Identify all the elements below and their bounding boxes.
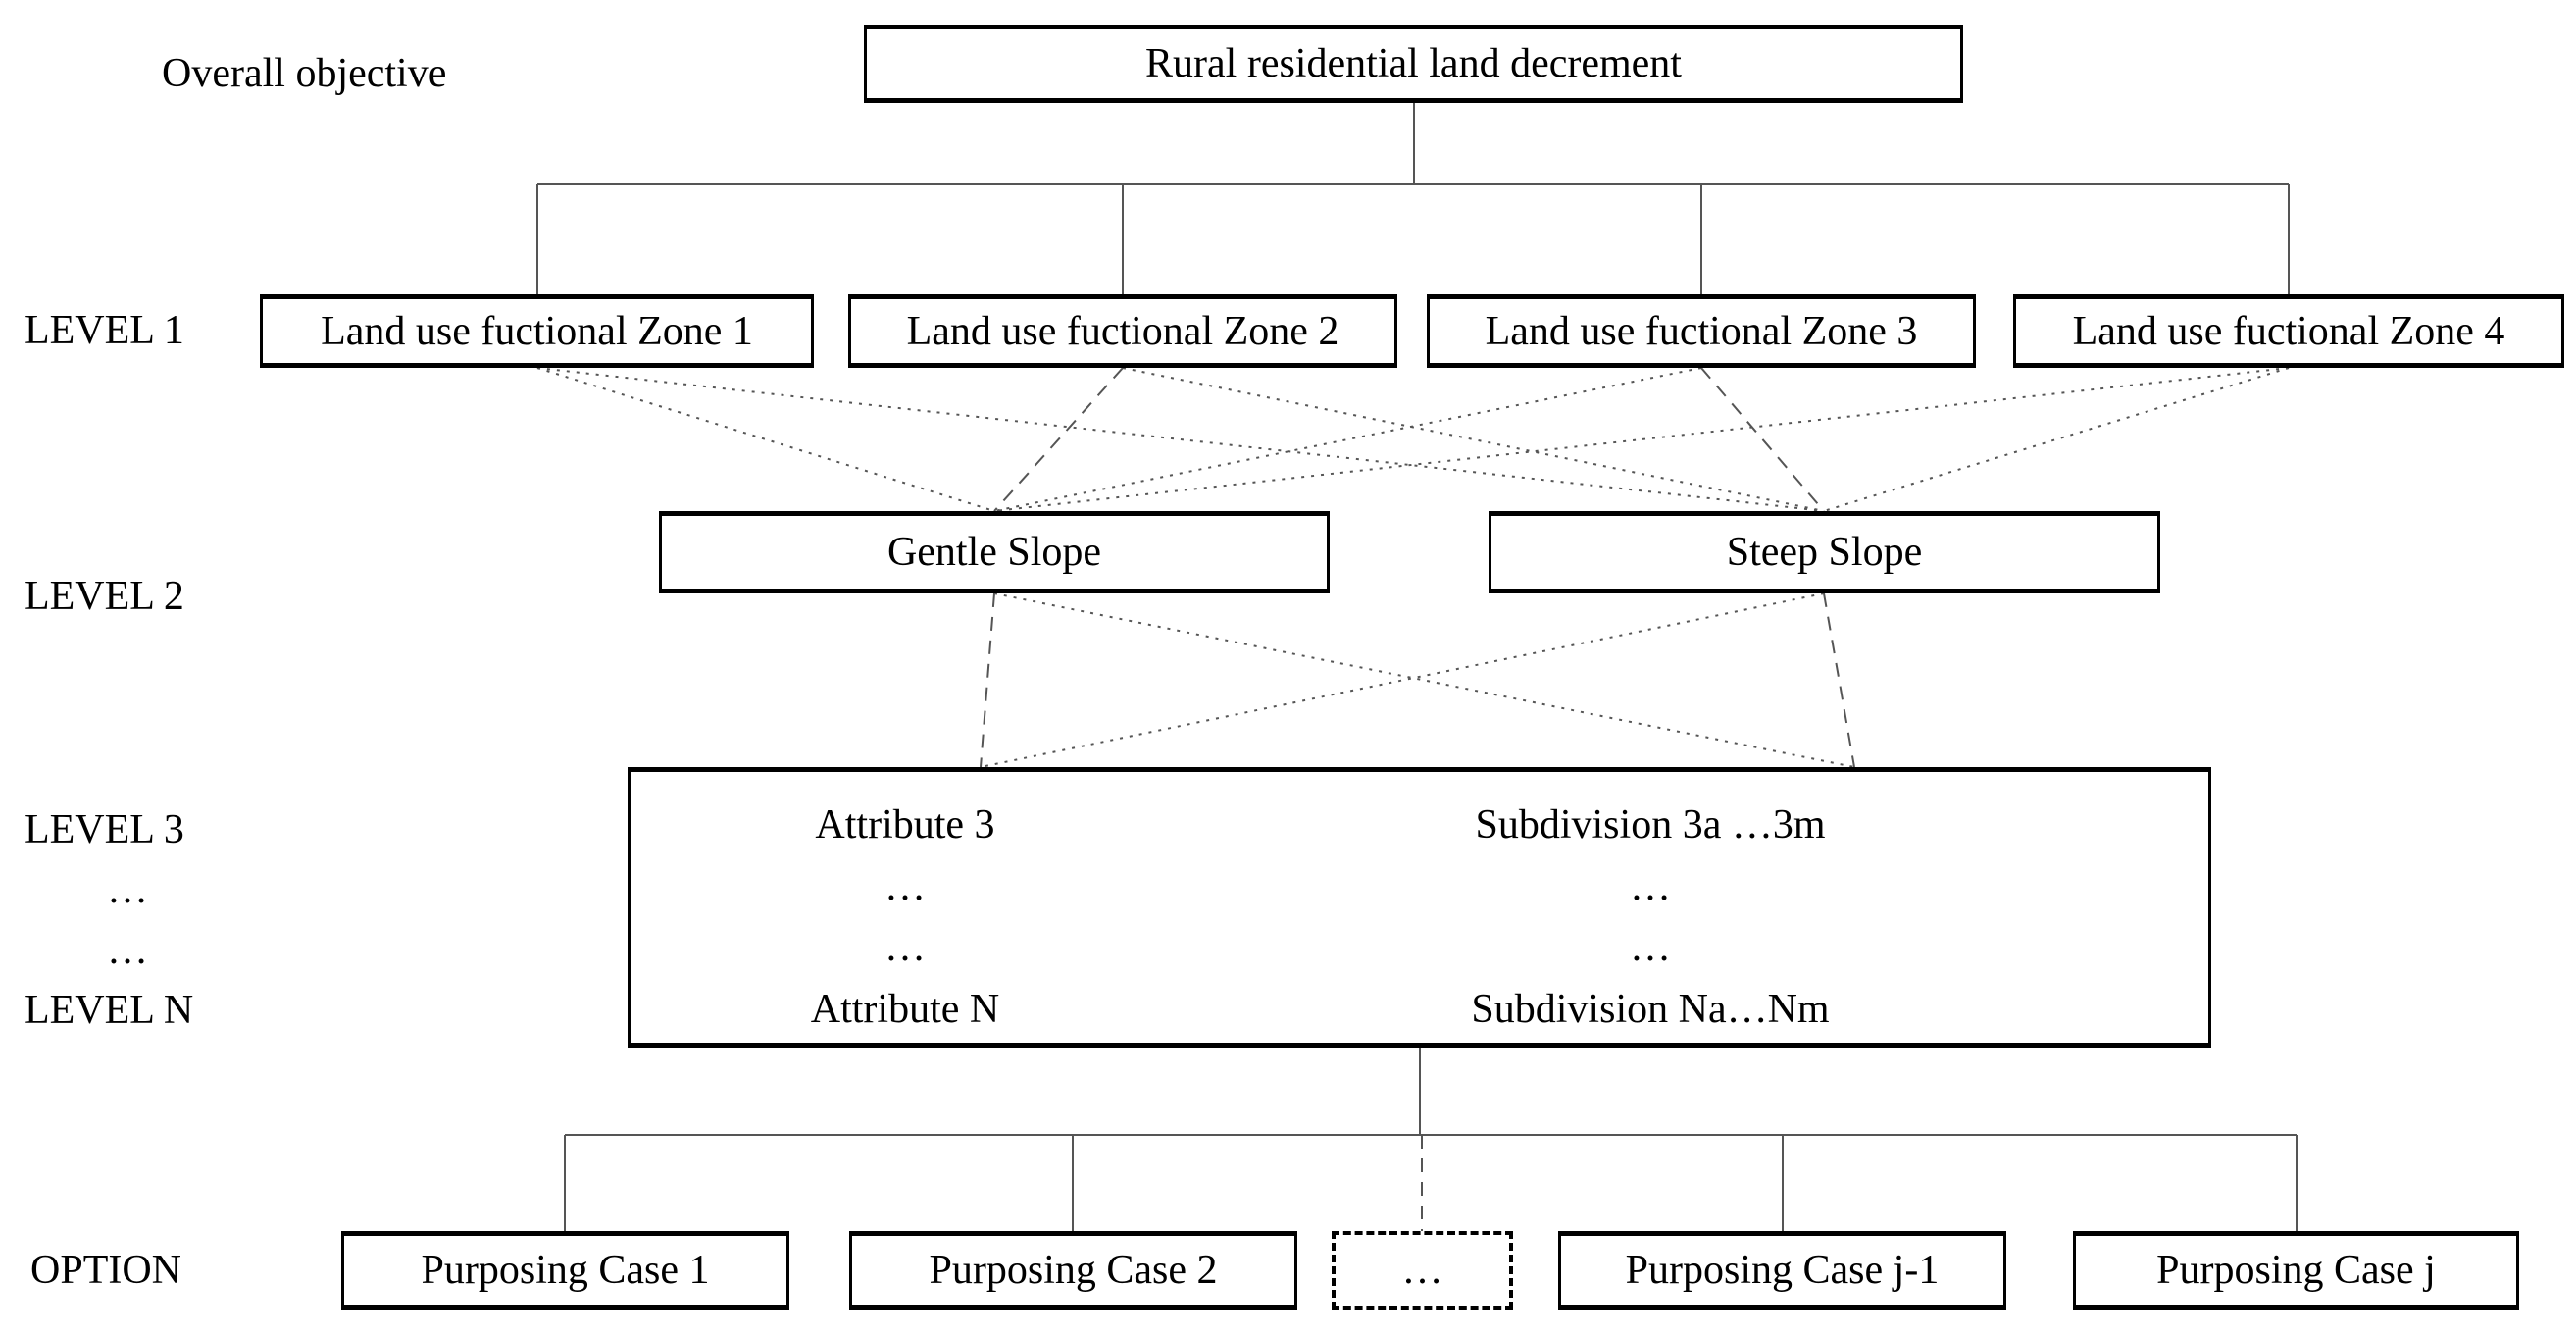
rail-option: OPTION: [30, 1248, 181, 1293]
rail-level-3: LEVEL 3: [25, 807, 184, 852]
subdivision-na-nm-label: Subdivision Na…Nm: [1471, 986, 1830, 1032]
root-node: Rural residential land decrement: [864, 25, 1963, 103]
rail-ellipsis-1: …: [107, 867, 148, 912]
level1-zone4-node: Land use fuctional Zone 4: [2013, 294, 2564, 368]
level1-zone2-node: Land use fuctional Zone 2: [848, 294, 1397, 368]
connector-zone3-gentle: [993, 367, 1702, 512]
attribute-3-label: Attribute 3: [815, 802, 995, 848]
level1-zone1-node: Land use fuctional Zone 1: [260, 294, 814, 368]
rail-ellipsis-2: …: [107, 928, 148, 973]
connector-zone2-gentle: [993, 367, 1124, 512]
option-case-j-node: Purposing Case j: [2073, 1231, 2519, 1310]
attribute-n-label: Attribute N: [810, 986, 1000, 1032]
option-ellipsis-node: …: [1332, 1231, 1513, 1310]
connector-zone4-steep: [1823, 367, 2290, 512]
level2-steep-slope-node: Steep Slope: [1489, 511, 2160, 593]
attribute-ellipsis-2: …: [884, 925, 926, 971]
connector-steep-level3-right: [1823, 592, 1855, 768]
connector-gentle-level3-right: [993, 592, 1855, 768]
connector-zone1-steep: [536, 367, 1825, 512]
option-case-1-node: Purposing Case 1: [341, 1231, 789, 1310]
subdivision-3a-3m-label: Subdivision 3a …3m: [1475, 802, 1826, 848]
subdivision-ellipsis-1: …: [1630, 863, 1671, 909]
rail-level-2: LEVEL 2: [25, 574, 184, 619]
rail-level-1: LEVEL 1: [25, 308, 184, 353]
subdivision-ellipsis-2: …: [1630, 925, 1671, 971]
subdivision-column: Subdivision 3a …3m … … Subdivision Na…Nm: [1278, 772, 2023, 1043]
option-case-j-1-node: Purposing Case j-1: [1558, 1231, 2006, 1310]
level2-gentle-slope-node: Gentle Slope: [659, 511, 1330, 593]
rail-overall-objective: Overall objective: [162, 51, 447, 96]
level1-zone3-node: Land use fuctional Zone 3: [1427, 294, 1976, 368]
attribute-ellipsis-1: …: [884, 863, 926, 909]
connector-zone3-steep: [1700, 367, 1825, 512]
attribute-column: Attribute 3 … … Attribute N: [650, 772, 1160, 1043]
connector-zone4-gentle: [993, 367, 2290, 512]
option-case-2-node: Purposing Case 2: [849, 1231, 1297, 1310]
connector-steep-level3-left: [980, 592, 1825, 768]
connector-zone1-gentle: [536, 367, 995, 512]
level3-to-n-node: Attribute 3 … … Attribute N Subdivision …: [628, 767, 2211, 1048]
connector-zone2-steep: [1122, 367, 1825, 512]
connector-gentle-level3-left: [980, 592, 995, 768]
rail-level-n: LEVEL N: [25, 988, 194, 1033]
